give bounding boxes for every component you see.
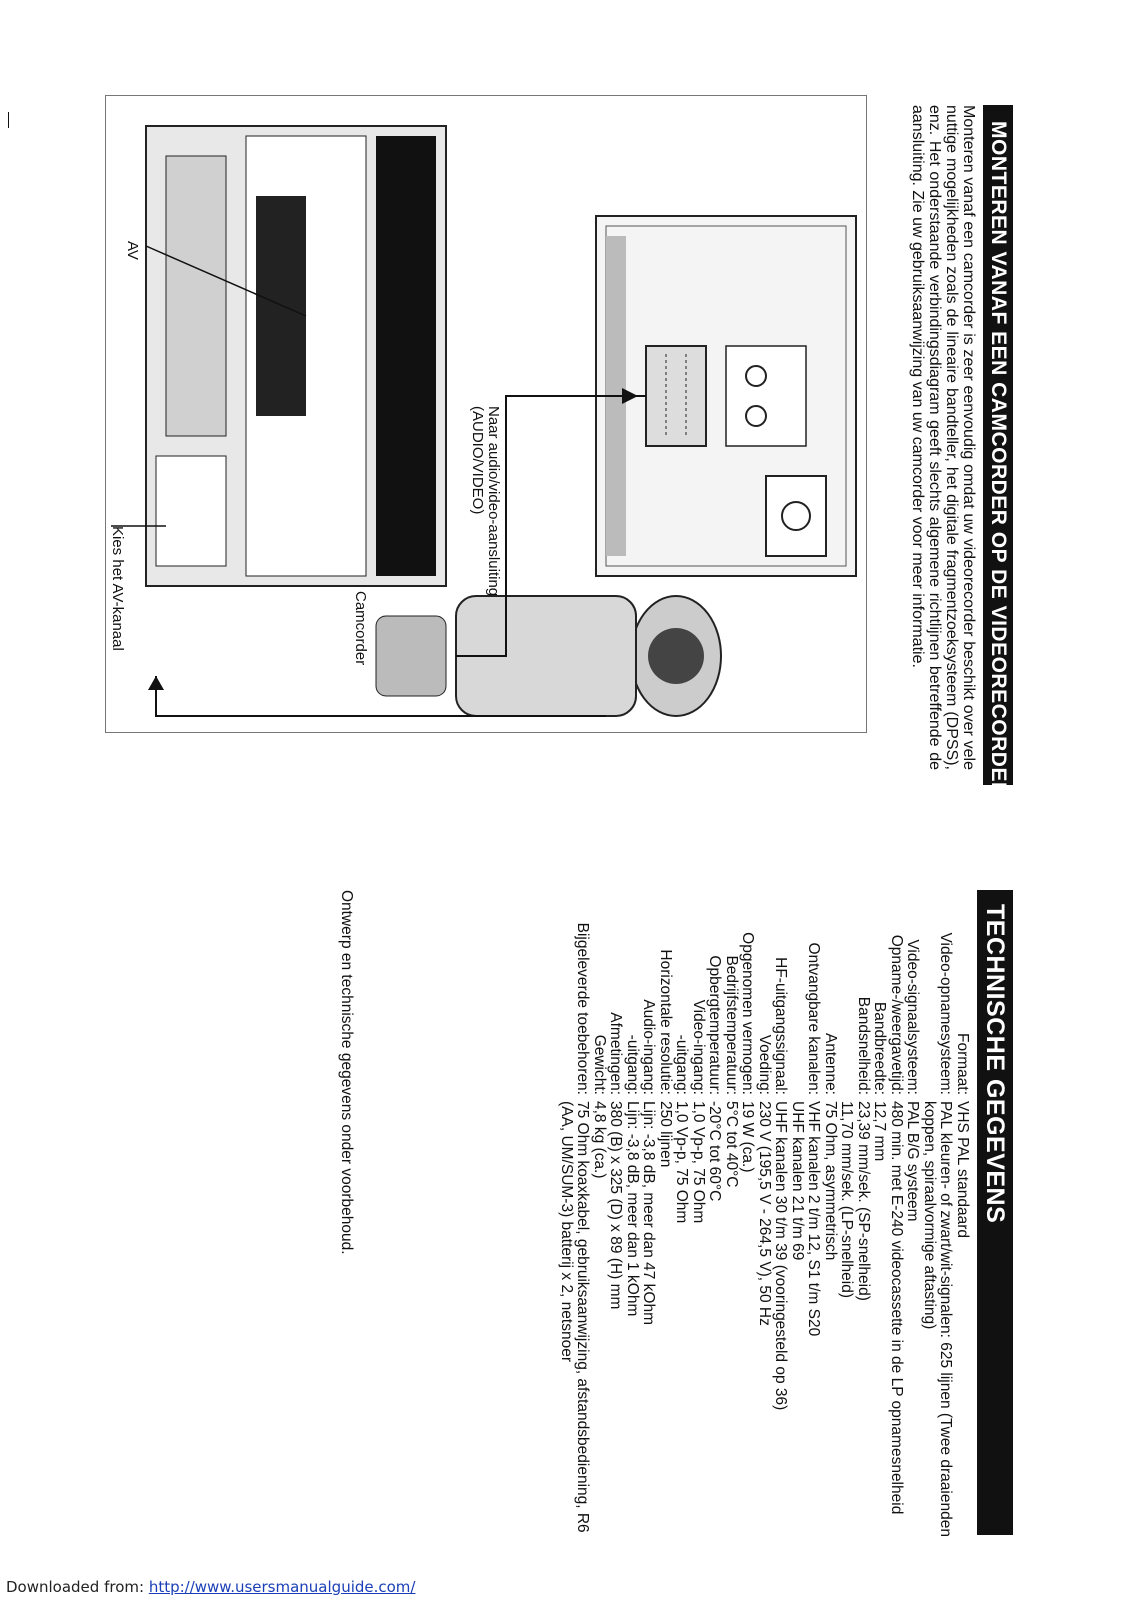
spec-label: Afmetingen: [607, 1012, 625, 1095]
camcorder-illustration [375, 595, 722, 717]
spec-value: 480 min. met E-240 videocassette in de L… [888, 1101, 905, 1515]
download-footer: Downloaded from: http://www.usersmanualg… [6, 1578, 415, 1596]
spec-value: PAL B/G systeem [904, 1101, 922, 1222]
spec-label: Antenne: [822, 1032, 839, 1095]
spec-row: Video-signaalsysteem: PAL B/G systeem [904, 890, 922, 1550]
audio-video-label-line2: (AUDIO/VIDEO) [469, 406, 486, 515]
spec-label: Formaat: [954, 1032, 971, 1095]
spec-row: Horizontale resolutie: 250 lijnen [657, 890, 674, 1550]
intro-paragraph: Monteren vanaf een camcorder is zeer een… [909, 105, 977, 770]
spec-row: Opgenomen vermogen: 19 W (ca.) [739, 890, 757, 1550]
select-av-channel-label: Kies het AV-kanaal [109, 526, 126, 651]
spec-value: 4,8 kg (ca.) [591, 1101, 608, 1179]
footer-link[interactable]: http://www.usersmanualguide.com/ [148, 1578, 416, 1596]
spec-label: Opgenomen vermogen: [739, 932, 757, 1095]
connection-diagram [111, 125, 857, 717]
spec-label: Bandbreedte: [871, 1001, 889, 1095]
spec-value: 1,0 Vp-p, 75 Ohm [673, 1101, 691, 1224]
spec-label: Voeding: [756, 1034, 773, 1095]
spec-value: 12,7 mm [871, 1101, 889, 1162]
spec-label: -uitgang: [624, 1034, 641, 1095]
spec-value: 19 W (ca.) [739, 1101, 757, 1173]
spec-value: 75 Ohm, asymmetrisch [822, 1101, 839, 1261]
spec-row: Bijgeleverde toebehoren: 75 Ohm koaxkabel… [558, 890, 592, 1550]
spec-value: 1,0 Vp-p, 75 Ohm [690, 1101, 707, 1224]
footer-prefix: Downloaded from: [6, 1578, 149, 1596]
spec-row: Bandbreedte: 12,7 mm [871, 890, 889, 1550]
spec-row: Video-ingang: 1,0 Vp-p, 75 Ohm [690, 890, 707, 1550]
spec-value: 75 Ohm koaxkabel, gebruiksaanwijzing, af… [558, 1101, 592, 1533]
spec-value: Lijn: -3,8 dB, meer dan 1 kOhm [624, 1101, 641, 1317]
spec-row: -uitgang: Lijn: -3,8 dB, meer dan 1 kOhm [624, 890, 641, 1550]
spec-value: VHF kanalen 2 t/m 12, S1 t/m S20 UHF kan… [789, 1101, 823, 1337]
spec-row: Afmetingen: 380 (B) x 325 (D) x 89 (H) mm [607, 890, 625, 1550]
spec-row: Gewicht: 4,8 kg (ca.) [591, 890, 608, 1550]
spec-label: Audio-ingang: [640, 999, 658, 1095]
specs-footnote: Ontwerp en technische gegevens onder voo… [338, 890, 355, 1255]
spec-row: Video-opnamesysteem: PAL kleuren- of zwar… [921, 890, 955, 1550]
spec-value: UHF kanalen 30 t/m 39 (vooringesteld op … [772, 1101, 790, 1411]
spec-label: Gewicht: [591, 1034, 608, 1095]
spec-row: Bedrijfstemperatuur: 5°C tot 40°C [723, 890, 740, 1550]
vcr-rear-panel [595, 215, 857, 577]
spec-row: -uitgang: 1,0 Vp-p, 75 Ohm [673, 890, 691, 1550]
margin-mark [8, 112, 9, 128]
spec-row: Bandsnelheid: 23,39 mm/sek. (SP-snelheid)… [838, 890, 873, 1550]
spec-value: VHS PAL standaard [954, 1101, 971, 1238]
audio-video-connector-label: Naar audio/video-aansluiting (AUDIO/VIDE… [469, 406, 502, 626]
spec-row: HF-uitgangssignaal: UHF kanalen 30 t/m 39… [772, 890, 790, 1550]
audio-video-label-line1: Naar audio/video-aansluiting [485, 406, 502, 597]
spec-label: Video-opnamesysteem: [937, 932, 955, 1095]
av-label: AV [124, 241, 141, 260]
spec-label: -uitgang: [673, 1034, 691, 1095]
spec-label: Video-ingang: [690, 999, 707, 1095]
spec-value: 230 V (195,5 V - 264,5 V), 50 Hz [756, 1101, 773, 1326]
spec-label: HF-uitgangssignaal: [772, 957, 790, 1095]
spec-label: Bedrijfstemperatuur: [723, 955, 740, 1095]
spec-value: PAL kleuren- of zwart/wit-signalen: 625 … [921, 1101, 955, 1537]
diagram-frame: Camcorder Naar audio/video-aansluiting (… [105, 95, 867, 733]
spec-row: Opbergtemperatuur: -20°C tot 60°C [706, 890, 724, 1550]
spec-row: Formaat: VHS PAL standaard [954, 890, 971, 1550]
spec-label: Ontvangbare kanalen: [805, 942, 823, 1095]
spec-value: 380 (B) x 325 (D) x 89 (H) mm [607, 1101, 625, 1310]
section-heading-specs: TECHNISCHE GEGEVENS [977, 890, 1013, 1535]
spec-value: 23,39 mm/sek. (SP-snelheid) 11,70 mm/sek… [838, 1101, 873, 1301]
spec-label: Video-signaalsysteem: [904, 939, 922, 1095]
spec-label: Bandsnelheid: [855, 996, 872, 1095]
spec-label: Opbergtemperatuur: [706, 955, 724, 1095]
camcorder-label: Camcorder [352, 591, 369, 666]
spec-value: 5°C tot 40°C [723, 1101, 740, 1188]
spec-label: Opname-/weergavetijd: [888, 934, 905, 1095]
vcr-front [145, 125, 447, 587]
section-heading-camcorder: MONTEREN VANAF EEN CAMCORDER OP DE VIDEO… [983, 105, 1013, 785]
spec-row: Audio-ingang: Lijn: -3,8 dB, meer dan 47 … [640, 890, 658, 1550]
spec-row: Ontvangbare kanalen: VHF kanalen 2 t/m 12… [789, 890, 823, 1550]
camcorder-section: MONTEREN VANAF EEN CAMCORDER OP DE VIDEO… [0, 95, 1125, 785]
spec-row: Voeding: 230 V (195,5 V - 264,5 V), 50 Hz [756, 890, 773, 1550]
spec-value: Lijn: -3,8 dB, meer dan 47 kOhm [640, 1101, 658, 1326]
spec-label: Bijgeleverde toebehoren: [574, 922, 592, 1095]
spec-row: Opname-/weergavetijd: 480 min. met E-240 … [888, 890, 905, 1550]
spec-label: Horizontale resolutie: [657, 949, 674, 1095]
spec-row: Antenne: 75 Ohm, asymmetrisch [822, 890, 839, 1550]
spec-value: 250 lijnen [657, 1101, 674, 1168]
spec-value: -20°C tot 60°C [706, 1101, 724, 1202]
